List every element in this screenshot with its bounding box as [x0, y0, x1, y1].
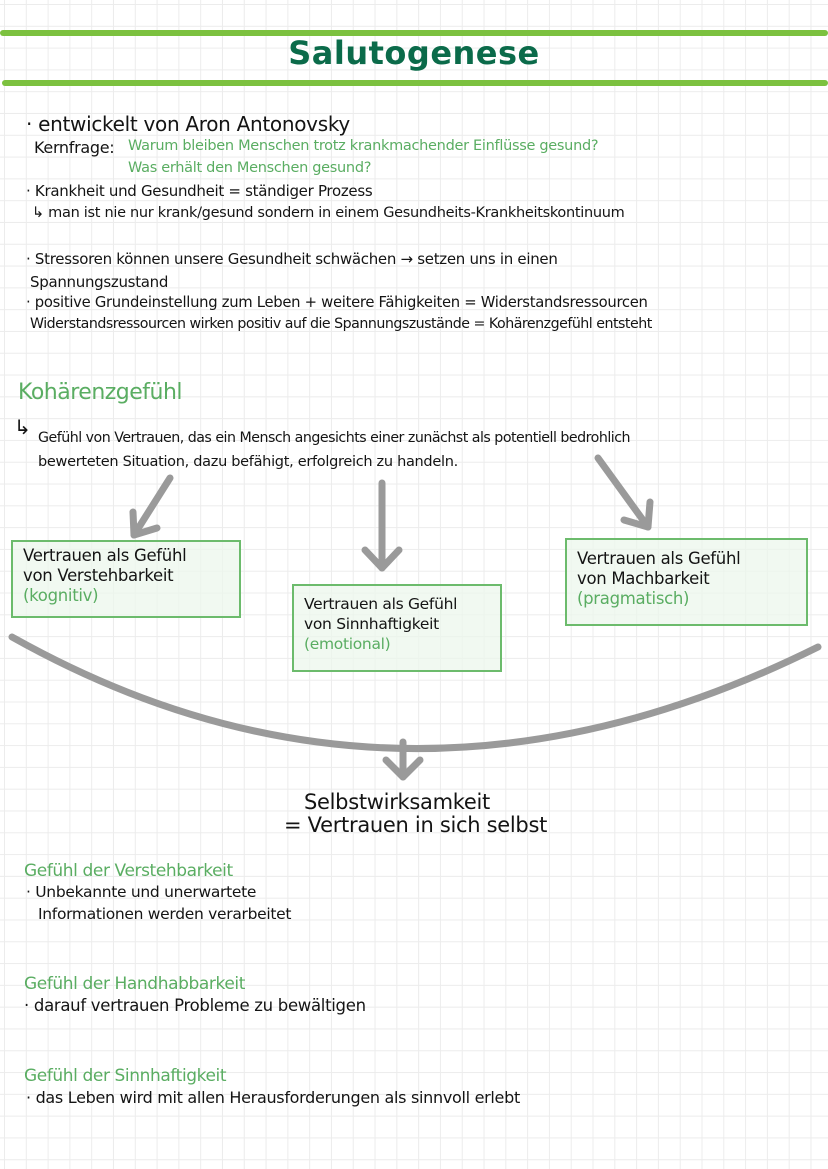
box-machbarkeit-line2: von Machbarkeit — [577, 569, 710, 588]
kernfrage-label: Kernfrage: — [34, 138, 115, 157]
box-sinnhaftigkeit-line1: Vertrauen als Gefühl — [304, 595, 458, 613]
return-arrow-icon: ↳ — [14, 415, 31, 439]
arrow-right-head — [620, 498, 654, 531]
box-sinnhaftigkeit: Vertrauen als Gefühl von Sinnhaftigkeit … — [292, 584, 502, 672]
section-verstehbarkeit-heading: Gefühl der Verstehbarkeit — [24, 861, 233, 881]
section-sinnhaftigkeit-line1: · das Leben wird mit allen Herausforderu… — [26, 1088, 520, 1107]
box-sinnhaftigkeit-line2: von Sinnhaftigkeit — [304, 615, 439, 633]
page-title: Salutogenese — [288, 34, 540, 72]
stress-line-1: · Stressoren können unsere Gesundheit sc… — [26, 250, 558, 268]
arrow-middle-head — [361, 546, 403, 572]
intro-process: · Krankheit und Gesundheit = ständiger P… — [26, 182, 373, 200]
intro-continuum: ↳ man ist nie nur krank/gesund sondern i… — [32, 205, 625, 221]
arrow-left-shaft — [130, 474, 174, 539]
header-top-bar — [0, 30, 828, 36]
arrow-down-head — [382, 756, 424, 781]
result-definition: = Vertrauen in sich selbst — [284, 813, 548, 837]
bracket-curve — [8, 633, 822, 752]
box-machbarkeit: Vertrauen als Gefühl von Machbarkeit (pr… — [565, 538, 808, 626]
koharenz-definition-2: bewerteten Situation, dazu befähigt, erf… — [38, 454, 458, 470]
box-machbarkeit-line1: Vertrauen als Gefühl — [577, 549, 741, 568]
kernfrage-question-1: Warum bleiben Menschen trotz krankmachen… — [128, 138, 599, 154]
kernfrage-question-2: Was erhält den Menschen gesund? — [128, 160, 372, 176]
koharenz-definition-1: Gefühl von Vertrauen, das ein Mensch ang… — [38, 430, 631, 446]
arrow-right-shaft — [594, 454, 652, 531]
section-handhabbarkeit-heading: Gefühl der Handhabbarkeit — [24, 974, 245, 994]
stress-line-4: Widerstandsressourcen wirken positiv auf… — [30, 316, 652, 332]
box-sinnhaftigkeit-tag: (emotional) — [304, 635, 391, 653]
stress-line-2: Spannungszustand — [30, 273, 169, 291]
section-verstehbarkeit-line1: · Unbekannte und unerwartete — [26, 883, 257, 901]
box-machbarkeit-tag: (pragmatisch) — [577, 589, 690, 608]
box-verstehbarkeit-tag: (kognitiv) — [23, 586, 99, 605]
section-verstehbarkeit-line2: Informationen werden verarbeitet — [38, 905, 292, 923]
arrow-left-head — [129, 508, 161, 539]
section-sinnhaftigkeit-heading: Gefühl der Sinnhaftigkeit — [24, 1066, 227, 1086]
intro-developer: · entwickelt von Aron Antonovsky — [26, 112, 350, 136]
box-verstehbarkeit: Vertrauen als Gefühl von Verstehbarkeit … — [11, 540, 241, 618]
koharenz-heading: Kohärenzgefühl — [18, 380, 183, 405]
box-verstehbarkeit-line1: Vertrauen als Gefühl — [23, 546, 187, 565]
result-selbstwirksamkeit: Selbstwirksamkeit — [304, 790, 490, 814]
header-bottom-bar — [2, 80, 828, 86]
stress-line-3: · positive Grundeinstellung zum Leben + … — [26, 294, 648, 311]
box-verstehbarkeit-line2: von Verstehbarkeit — [23, 566, 174, 585]
section-handhabbarkeit-line1: · darauf vertrauen Probleme zu bewältige… — [24, 996, 366, 1015]
